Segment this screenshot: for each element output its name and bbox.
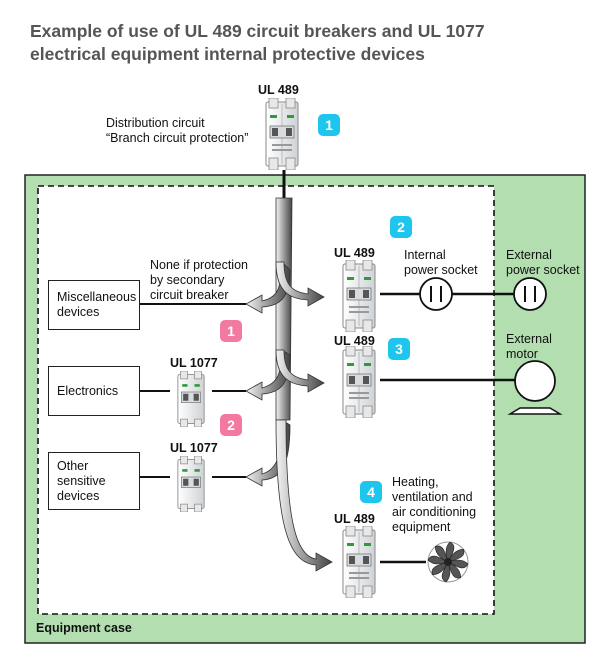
- ul489-3-label: UL 489: [334, 334, 375, 348]
- none-label-3: circuit breaker: [150, 288, 229, 302]
- distribution-label-2: “Branch circuit protection”: [106, 131, 249, 145]
- badge-cyan-4: 4: [360, 481, 382, 503]
- misc-devices-label-1: Miscellaneous: [57, 290, 137, 304]
- title-line-2: electrical equipment internal protective…: [30, 44, 425, 64]
- other-devices-label-2: sensitive: [57, 473, 106, 488]
- external-socket-label-2: power socket: [506, 263, 580, 277]
- misc-devices-label-2: devices: [57, 305, 100, 319]
- other-devices-label-1: Other: [57, 458, 89, 473]
- other-devices-box: Other sensitive devices: [48, 452, 140, 510]
- fan-icon: [427, 541, 469, 583]
- motor-label-1: External: [506, 332, 552, 346]
- hvac-label-2: ventilation and: [392, 490, 473, 504]
- title-line-1: Example of use of UL 489 circuit breaker…: [30, 21, 485, 41]
- ul1077-breaker-2: [177, 456, 205, 512]
- ul489-breaker-top: [265, 98, 299, 170]
- internal-socket-label-1: Internal: [404, 248, 446, 262]
- branch-arrow-hvac: [275, 419, 333, 572]
- badge-cyan-3: 3: [388, 338, 410, 360]
- other-devices-label-3: devices: [57, 488, 100, 503]
- ul1077-breaker-1: [177, 371, 205, 427]
- distribution-label-1: Distribution circuit: [106, 116, 205, 130]
- badge-cyan-2: 2: [390, 216, 412, 238]
- ul489-breaker-2: [342, 260, 376, 332]
- none-label-1: None if protection: [150, 258, 248, 272]
- equipment-case-label: Equipment case: [36, 621, 132, 635]
- external-socket-label-1: External: [506, 248, 552, 262]
- internal-socket-icon: [419, 277, 453, 311]
- motor-icon: [507, 360, 563, 415]
- ul489-top-label: UL 489: [258, 83, 299, 97]
- hvac-label-3: air conditioning: [392, 505, 477, 519]
- hvac-label-1: Heating,: [392, 475, 439, 489]
- electronics-box: Electronics: [48, 366, 140, 416]
- badge-cyan-1: 1: [318, 114, 340, 136]
- ul1077-2-label: UL 1077: [170, 441, 218, 455]
- badge-pink-1: 1: [220, 320, 242, 342]
- ul489-breaker-3: [342, 346, 376, 418]
- motor-label-2: motor: [506, 347, 538, 361]
- branch-arrow-ul489-2: [275, 261, 325, 307]
- ul489-4-label: UL 489: [334, 512, 375, 526]
- badge-pink-2: 2: [220, 414, 242, 436]
- none-label-2: by secondary: [150, 273, 225, 287]
- misc-devices-box: Miscellaneous devices: [48, 280, 140, 330]
- ul489-breaker-4: [342, 526, 376, 598]
- diagram-title: Example of use of UL 489 circuit breaker…: [30, 20, 590, 66]
- equipment-inner-area: [37, 185, 495, 615]
- branch-arrow-ul489-3: [275, 349, 325, 393]
- ul1077-1-label: UL 1077: [170, 356, 218, 370]
- ul489-2-label: UL 489: [334, 246, 375, 260]
- external-socket-icon: [513, 277, 547, 311]
- hvac-label-4: equipment: [392, 520, 451, 534]
- internal-socket-label-2: power socket: [404, 263, 478, 277]
- electronics-label: Electronics: [57, 383, 119, 398]
